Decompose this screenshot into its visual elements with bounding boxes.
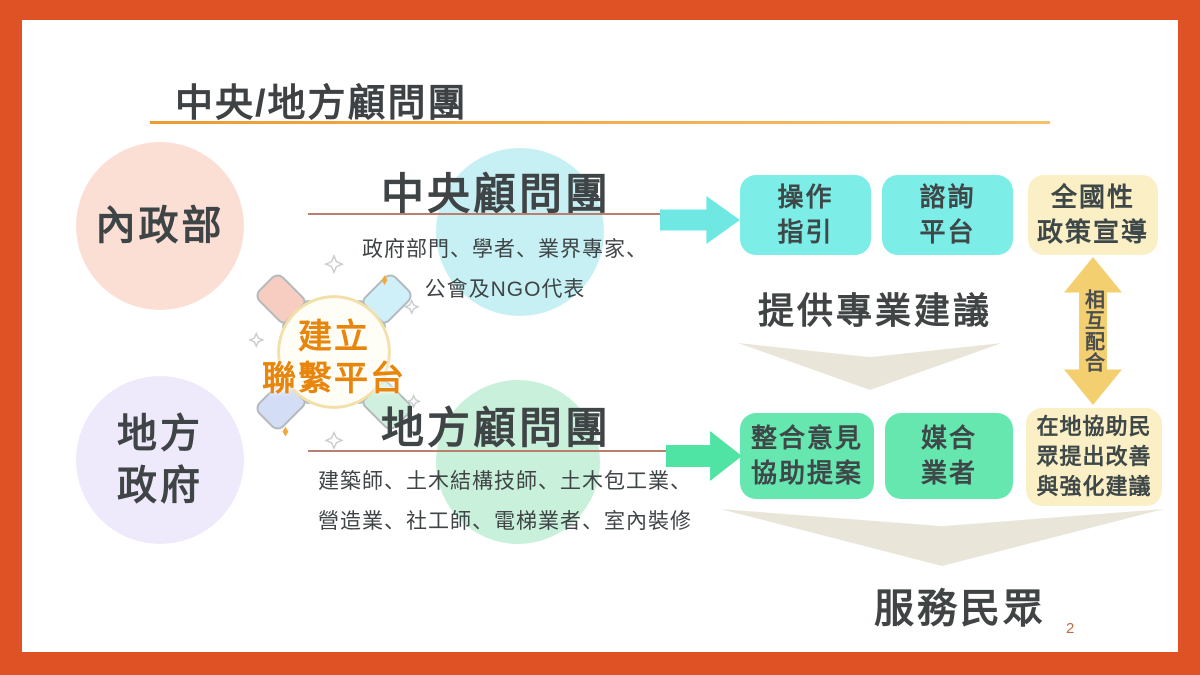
box-integrate-opinions: 整合意見 協助提案	[740, 413, 874, 499]
box-line: 平台	[919, 217, 976, 247]
mutual-label: 相互配合	[1081, 289, 1104, 373]
box-national-policy: 全國性 政策宣導	[1028, 175, 1158, 255]
title-underline	[150, 121, 1050, 124]
collaboration-icon	[248, 253, 422, 450]
central-team-circle	[436, 148, 604, 316]
sparkle-accent-icons	[282, 275, 388, 437]
slide-canvas: 中央/地方顧問團 內政部 地方 政府	[22, 20, 1178, 652]
ministry-label: 內政部	[95, 204, 225, 248]
local-gov-line1: 地方	[117, 412, 203, 456]
sparkle-icons	[248, 253, 422, 450]
box-line: 眾提出改善	[1036, 444, 1152, 469]
box-line: 整合意見	[750, 423, 863, 453]
local-team-title: 地方顧問團	[381, 405, 611, 453]
box-consultation-platform: 諮詢 平台	[882, 175, 1013, 255]
page-title: 中央/地方顧問團	[175, 83, 468, 125]
central-team-underline	[308, 213, 668, 215]
chevron-down-large-icon	[720, 509, 1164, 566]
platform-label: 建立 聯繫平台	[246, 316, 422, 400]
chevron-down-small-icon	[738, 343, 1002, 390]
platform-circle	[277, 295, 391, 409]
local-team-underline	[308, 450, 668, 452]
mutual-double-arrow-icon: 相互配合	[1064, 257, 1122, 405]
page-number: 2	[1066, 620, 1075, 637]
box-line: 操作	[777, 182, 834, 212]
box-line: 在地協助民	[1036, 414, 1152, 439]
local-team-circle	[436, 380, 600, 544]
box-line: 全國性	[1050, 182, 1135, 212]
box-local-assist: 在地協助民 眾提出改善 與強化建議	[1026, 408, 1162, 506]
box-matching-vendors: 媒合 業者	[885, 413, 1013, 499]
box-line: 媒合	[920, 423, 977, 453]
central-members-line1: 政府部門、學者、業界專家、	[362, 238, 648, 261]
platform-line2: 聯繫平台	[262, 360, 406, 398]
local-members-line1: 建築師、土木結構技師、土木包工業、	[318, 470, 692, 493]
ministry-circle: 內政部	[76, 142, 244, 310]
central-team-title: 中央顧問團	[381, 171, 611, 219]
platform-line1: 建立	[298, 318, 370, 356]
local-team-members: 建築師、土木結構技師、土木包工業、 營造業、社工師、電梯業者、室內裝修	[310, 462, 700, 542]
local-members-line2: 營造業、社工師、電梯業者、室內裝修	[318, 510, 692, 533]
box-line: 與強化建議	[1036, 474, 1152, 499]
local-gov-line2: 政府	[117, 464, 203, 508]
box-line: 政策宣導	[1036, 217, 1149, 247]
box-line: 指引	[777, 217, 834, 247]
box-operation-guidance: 操作 指引	[740, 175, 871, 255]
caption-serve-public: 服務民眾	[874, 587, 1046, 631]
local-gov-label: 地方 政府	[117, 408, 203, 512]
box-line: 協助提案	[750, 458, 863, 488]
central-team-members: 政府部門、學者、業界專家、 公會及NGO代表	[310, 230, 700, 310]
central-members-line2: 公會及NGO代表	[424, 278, 586, 301]
caption-professional-advice: 提供專業建議	[757, 290, 992, 331]
box-line: 業者	[920, 458, 977, 488]
box-line: 諮詢	[919, 182, 976, 212]
local-gov-circle: 地方 政府	[76, 376, 244, 544]
